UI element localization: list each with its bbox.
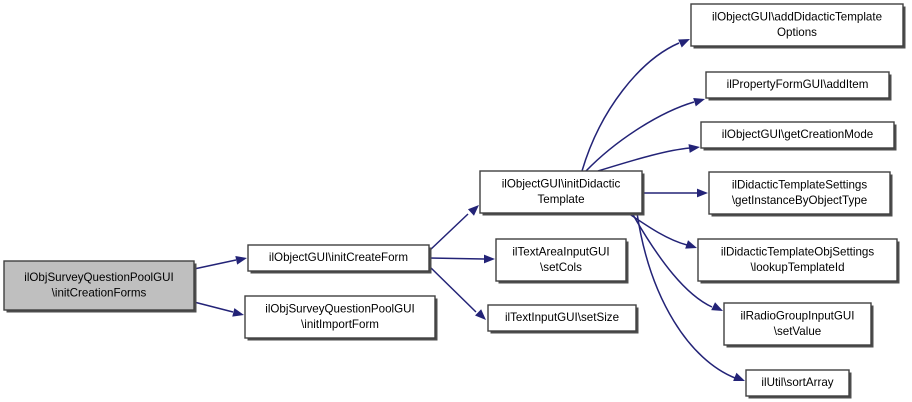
edge-arrowhead-icon: [733, 372, 745, 381]
node-rect[interactable]: [3, 260, 195, 311]
edges-layer: [193, 39, 745, 381]
node-label-line: \getInstanceByObjectType: [732, 194, 867, 207]
edge-arrowhead-icon: [685, 240, 697, 249]
node-label-line: ilObjSurveyQuestionPoolGUI: [24, 271, 174, 284]
node-label-line: ilTextInputGUI\setSize: [505, 311, 619, 324]
edge-init-didactic-template-to-get-creation-mode: [597, 144, 700, 172]
edge-init-create-form-to-text-area-set-cols: [428, 254, 495, 264]
edge-arrowhead-icon: [711, 302, 723, 311]
edge-arrowhead-icon: [467, 205, 479, 216]
node-didactic-template-settings[interactable]: ilDidacticTemplateSettings \getInstanceBy…: [708, 171, 893, 217]
edge-line: [428, 257, 485, 260]
edge-line: [581, 42, 680, 172]
edge-init-didactic-template-to-radio-group-set-value: [631, 212, 723, 311]
node-label-line: ilObjectGUI\addDidacticTemplate: [712, 10, 882, 23]
node-rect[interactable]: [479, 170, 643, 214]
node-label-line: ilObjSurveyQuestionPoolGUI: [265, 302, 415, 315]
node-label-line: ilRadioGroupInputGUI: [740, 309, 854, 322]
node-label-line: ilObjectGUI\initDidactic: [502, 177, 621, 190]
edge-arrowhead-icon: [678, 39, 690, 48]
edge-init-didactic-template-to-property-form-add-item: [585, 98, 705, 172]
node-radio-group-set-value[interactable]: ilRadioGroupInputGUI \setValue: [723, 302, 874, 348]
node-rect[interactable]: [487, 304, 637, 332]
node-get-creation-mode[interactable]: ilObjectGUI\getCreationMode: [700, 121, 897, 151]
edge-arrowhead-icon: [475, 309, 486, 320]
node-rect[interactable]: [708, 171, 891, 215]
node-text-area-set-cols[interactable]: ilTextAreaInputGUI \setCols: [495, 238, 629, 284]
node-util-sort-array[interactable]: ilUtil\sortArray: [745, 369, 852, 399]
node-rect[interactable]: [723, 302, 872, 346]
node-label-line: \setCols: [540, 261, 582, 274]
edge-init-create-form-to-text-input-set-size: [428, 265, 486, 320]
node-rect[interactable]: [700, 121, 895, 149]
node-label-line: ilPropertyFormGUI\addItem: [727, 78, 869, 91]
edge-arrowhead-icon: [484, 254, 495, 264]
node-rect[interactable]: [247, 244, 430, 272]
node-label-line: \lookupTemplateId: [750, 261, 844, 274]
edge-line: [636, 212, 736, 379]
edge-init-creation-forms-to-init-import-form: [193, 301, 244, 317]
nodes-layer: ilObjSurveyQuestionPoolGUI \initCreationF…: [3, 3, 906, 399]
node-label-line: \initImportForm: [301, 318, 379, 331]
edge-arrowhead-icon: [688, 144, 700, 153]
node-init-creation-forms[interactable]: ilObjSurveyQuestionPoolGUI \initCreationF…: [3, 260, 197, 313]
edge-arrowhead-icon: [697, 188, 708, 198]
node-init-import-form[interactable]: ilObjSurveyQuestionPoolGUI \initImportFor…: [244, 295, 438, 341]
edge-arrowhead-icon: [693, 98, 705, 107]
node-rect[interactable]: [705, 71, 890, 99]
edge-line: [428, 265, 477, 313]
node-label-line: ilTextAreaInputGUI: [512, 245, 609, 258]
node-label-line: ilObjectGUI\initCreateForm: [269, 251, 408, 264]
edge-line: [597, 147, 691, 172]
node-lookup-template-id[interactable]: ilDidacticTemplateObjSettings \lookupTemp…: [697, 238, 900, 284]
node-property-form-add-item[interactable]: ilPropertyFormGUI\addItem: [705, 71, 892, 101]
node-label-line: Options: [777, 26, 817, 39]
edge-init-didactic-template-to-didactic-template-settings: [642, 188, 708, 198]
edge-arrowhead-icon: [235, 255, 247, 265]
node-label-line: \setValue: [774, 325, 821, 338]
edge-init-didactic-template-to-add-didactic-template-options: [581, 39, 690, 172]
edge-line: [631, 212, 713, 308]
edge-line: [193, 259, 237, 270]
node-rect[interactable]: [495, 238, 627, 282]
node-rect[interactable]: [697, 238, 898, 282]
node-rect[interactable]: [244, 295, 436, 339]
node-label-line: \initCreationForms: [52, 286, 147, 299]
node-label-line: ilUtil\sortArray: [761, 376, 833, 389]
node-text-input-set-size[interactable]: ilTextInputGUI\setSize: [487, 304, 639, 334]
node-label-line: ilDidacticTemplateSettings: [732, 178, 868, 191]
node-label-line: ilObjectGUI\getCreationMode: [722, 128, 873, 141]
node-rect[interactable]: [745, 369, 850, 397]
edge-arrowhead-icon: [232, 308, 244, 317]
edge-init-create-form-to-init-didactic-template: [428, 205, 479, 252]
node-init-create-form[interactable]: ilObjectGUI\initCreateForm: [247, 244, 432, 274]
edge-line: [585, 101, 695, 172]
edge-line: [193, 301, 234, 313]
node-label-line: Template: [537, 193, 584, 206]
edge-line: [627, 212, 688, 246]
node-label-line: ilDidacticTemplateObjSettings: [721, 245, 875, 258]
edge-line: [428, 213, 469, 252]
node-rect[interactable]: [690, 3, 904, 47]
edge-init-creation-forms-to-init-create-form: [193, 255, 247, 270]
edge-init-didactic-template-to-util-sort-array: [636, 212, 745, 381]
